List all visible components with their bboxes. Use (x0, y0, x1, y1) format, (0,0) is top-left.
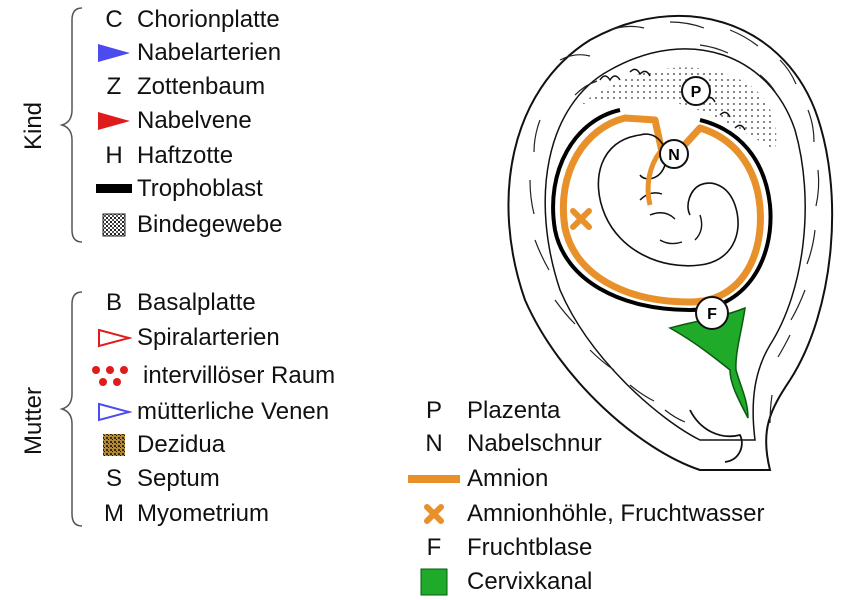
cervix-lip (690, 410, 742, 462)
svg-text:P: P (691, 84, 702, 101)
amniotic-fluid-cross (573, 211, 589, 227)
marker-umbilical-cord: N (658, 138, 690, 170)
marker-fetal-membrane: F (694, 295, 730, 331)
svg-text:F: F (707, 306, 717, 323)
marker-placenta: P (680, 75, 712, 107)
svg-text:N: N (668, 147, 680, 164)
